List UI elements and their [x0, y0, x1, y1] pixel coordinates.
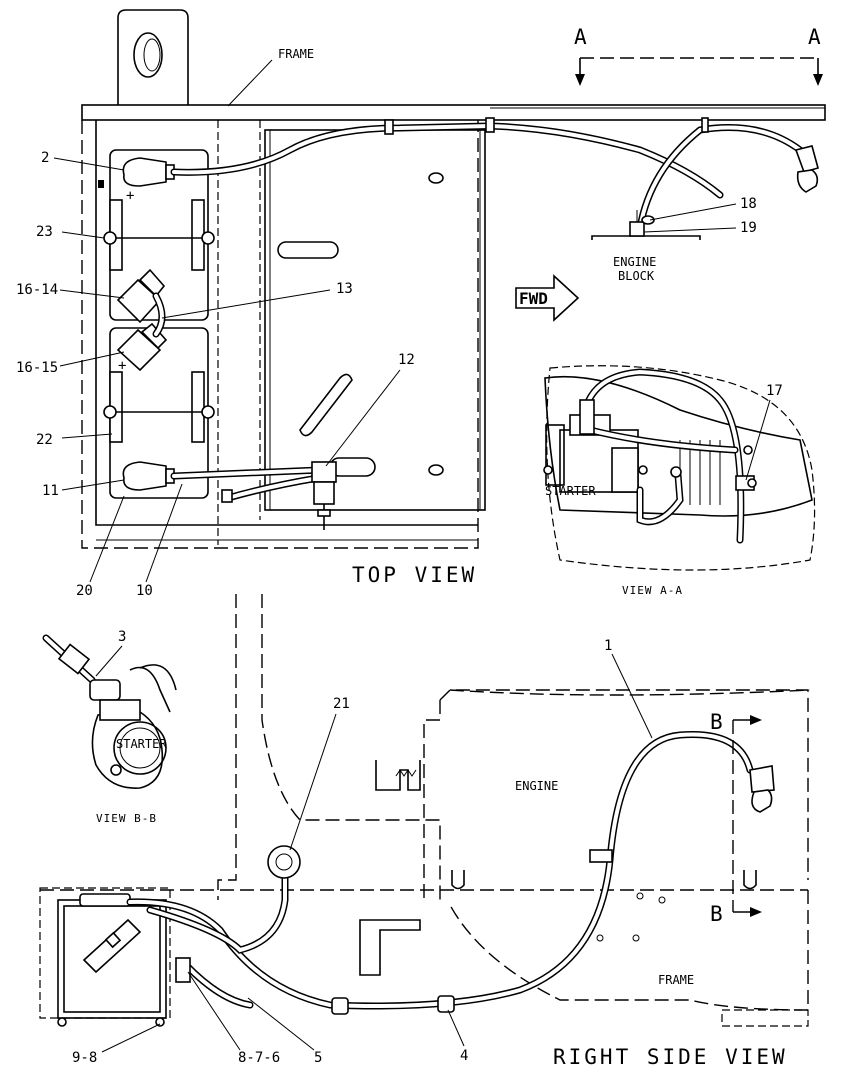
callouts: 1 2 3 4 5 8-7-6 9-8 10 11 12 13 16-14: [16, 150, 783, 1066]
section-b-bottom: B: [710, 902, 726, 926]
callout-18: 18: [740, 196, 757, 212]
top-view-title: TOP VIEW: [352, 563, 477, 587]
callout-17: 17: [766, 383, 783, 399]
callout-13: 13: [336, 281, 353, 297]
callout-22: 22: [36, 432, 53, 448]
section-b-top: B: [710, 710, 726, 734]
terminal-boot-11: [122, 461, 175, 491]
cable-main-top: [170, 117, 819, 232]
cable-to-solenoid: [170, 461, 337, 530]
callout-1: 1: [604, 638, 612, 654]
callout-12: 12: [398, 352, 415, 368]
callout-16-14: 16-14: [16, 282, 58, 298]
engine-block-label-1: ENGINE: [613, 255, 656, 269]
right-side-view-title: RIGHT SIDE VIEW: [553, 1045, 788, 1069]
fwd-arrow: FWD: [515, 274, 580, 322]
battery-box-outline: [81, 120, 479, 549]
callout-23: 23: [36, 224, 53, 240]
frame-label-side: FRAME: [658, 973, 694, 987]
callout-9-8: 9-8: [72, 1050, 97, 1066]
callout-19: 19: [740, 220, 757, 236]
callout-11: 11: [42, 483, 59, 499]
top-view: + +: [81, 9, 826, 587]
right-side-view: B B ENGINE FRAME RIGHT SIDE VIEW: [39, 594, 811, 1069]
callout-10: 10: [136, 583, 153, 599]
section-b-marker: [732, 715, 762, 917]
section-a-left: A: [574, 25, 590, 49]
battery-upper: [98, 149, 215, 321]
callout-20: 20: [76, 583, 93, 599]
frame-rail-top: [81, 104, 826, 121]
plus-sign-lower: +: [118, 358, 126, 374]
frame-label-top: FRAME: [278, 47, 314, 61]
view-bb: STARTER VIEW B-B: [42, 634, 177, 825]
engine-block-label-2: BLOCK: [618, 269, 655, 283]
plus-sign-upper: +: [126, 188, 134, 204]
engine-label: ENGINE: [515, 779, 558, 793]
tray-plate: [264, 129, 486, 511]
view-aa: STARTER VIEW A-A: [543, 365, 816, 597]
callout-21: 21: [333, 696, 350, 712]
callout-8-7-6: 8-7-6: [238, 1050, 280, 1066]
callout-16-15: 16-15: [16, 360, 58, 376]
starter-label-b: STARTER: [116, 737, 167, 751]
view-bb-title: VIEW B-B: [96, 812, 157, 825]
callout-5: 5: [314, 1050, 322, 1066]
section-a-right: A: [808, 25, 824, 49]
callout-2: 2: [41, 150, 49, 166]
fwd-label: FWD: [519, 289, 548, 308]
section-a-marker: [575, 57, 823, 86]
engine-block-mount: [591, 210, 701, 240]
callout-3: 3: [118, 629, 126, 645]
battery-box-side: [39, 887, 171, 1027]
lifting-eye: [117, 9, 189, 105]
terminal-boot-2: [122, 157, 175, 187]
view-aa-title: VIEW A-A: [622, 584, 683, 597]
starter-label-a: STARTER: [545, 484, 596, 498]
callout-4: 4: [460, 1048, 468, 1064]
